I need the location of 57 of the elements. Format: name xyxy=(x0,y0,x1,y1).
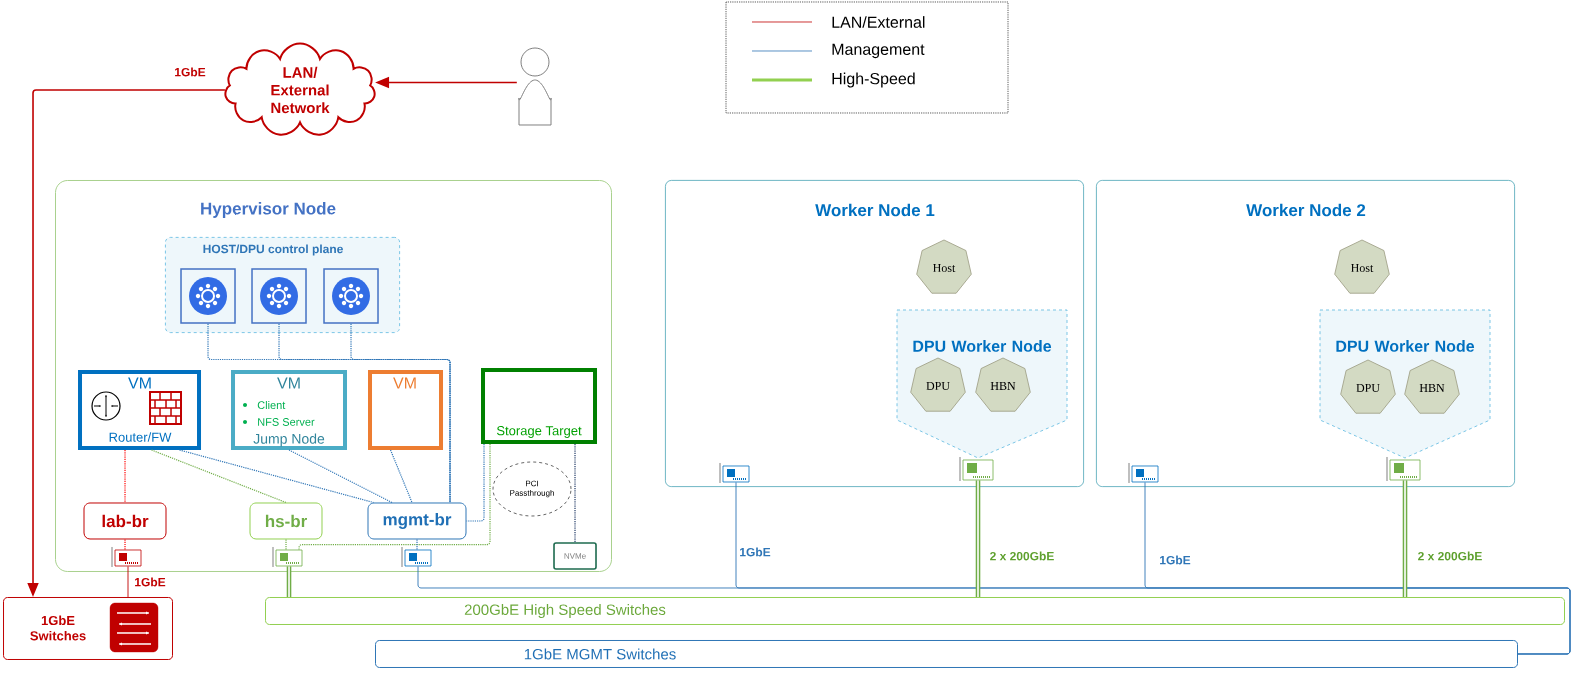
bridge-box: mgmt-br xyxy=(367,502,467,540)
legend-label: High-Speed xyxy=(832,72,915,88)
connector xyxy=(285,538,287,551)
connector xyxy=(975,479,981,598)
control-plane-icon xyxy=(251,268,307,324)
connector xyxy=(416,538,418,551)
heptagon: DPU xyxy=(910,357,966,412)
edge-label: 2 x 200GbE xyxy=(1416,550,1484,562)
connector xyxy=(298,443,491,551)
connector xyxy=(288,449,393,504)
connector xyxy=(207,323,451,504)
heptagon: HBN xyxy=(1404,359,1460,414)
node-label: Router/FW xyxy=(109,432,172,442)
vm-box: VM Client NFS Server Jump Node xyxy=(231,370,347,450)
node-label: VM xyxy=(128,377,151,389)
connector xyxy=(124,538,126,551)
edge-label: 1GbE xyxy=(738,546,772,558)
connector xyxy=(286,565,292,598)
switch-band: 1GbE MGMT Switches xyxy=(375,640,1518,668)
network-card-icon xyxy=(1386,456,1421,482)
control-plane-icon xyxy=(323,268,379,324)
edge-label: 1GbE xyxy=(1158,554,1192,566)
connector xyxy=(178,449,375,504)
edge-label: 1GbE xyxy=(133,576,167,588)
vm-box: Storage Target xyxy=(481,368,597,444)
legend-label: Management xyxy=(832,43,925,59)
network-card-icon xyxy=(272,546,303,568)
edge-label: 2 x 200GbE xyxy=(988,550,1056,562)
switch-band: 200GbE High Speed Switches xyxy=(265,597,1565,625)
drive-box: NVMe xyxy=(553,542,597,570)
network-card-icon xyxy=(401,546,432,568)
connector xyxy=(350,323,451,504)
network-card-icon xyxy=(111,546,142,568)
connector xyxy=(1402,479,1408,598)
connector xyxy=(1144,481,1571,655)
heptagon: Host xyxy=(1334,239,1390,294)
vm-box: VM xyxy=(368,370,443,450)
switch-box: 1GbE Switches xyxy=(3,597,173,660)
network-card-icon xyxy=(1128,462,1159,484)
network-card-icon xyxy=(719,462,750,484)
network-card-icon xyxy=(959,456,994,482)
legend-label: LAN/External xyxy=(832,16,925,28)
connector xyxy=(124,449,126,504)
connector xyxy=(465,443,485,522)
bridge-box: hs-br xyxy=(249,502,323,540)
connector xyxy=(389,449,413,504)
control-plane-icon xyxy=(180,268,236,324)
heptagon: Host xyxy=(916,239,972,294)
heptagon: HBN xyxy=(975,357,1031,412)
heptagon: DPU xyxy=(1340,359,1396,414)
bridge-box: lab-br xyxy=(83,502,167,540)
person-icon xyxy=(518,47,552,126)
vm-box: VM Router/FW xyxy=(78,370,201,450)
connector xyxy=(574,443,576,543)
edge-label: 1GbE xyxy=(173,66,207,78)
connector xyxy=(150,449,287,504)
connector xyxy=(127,565,129,598)
